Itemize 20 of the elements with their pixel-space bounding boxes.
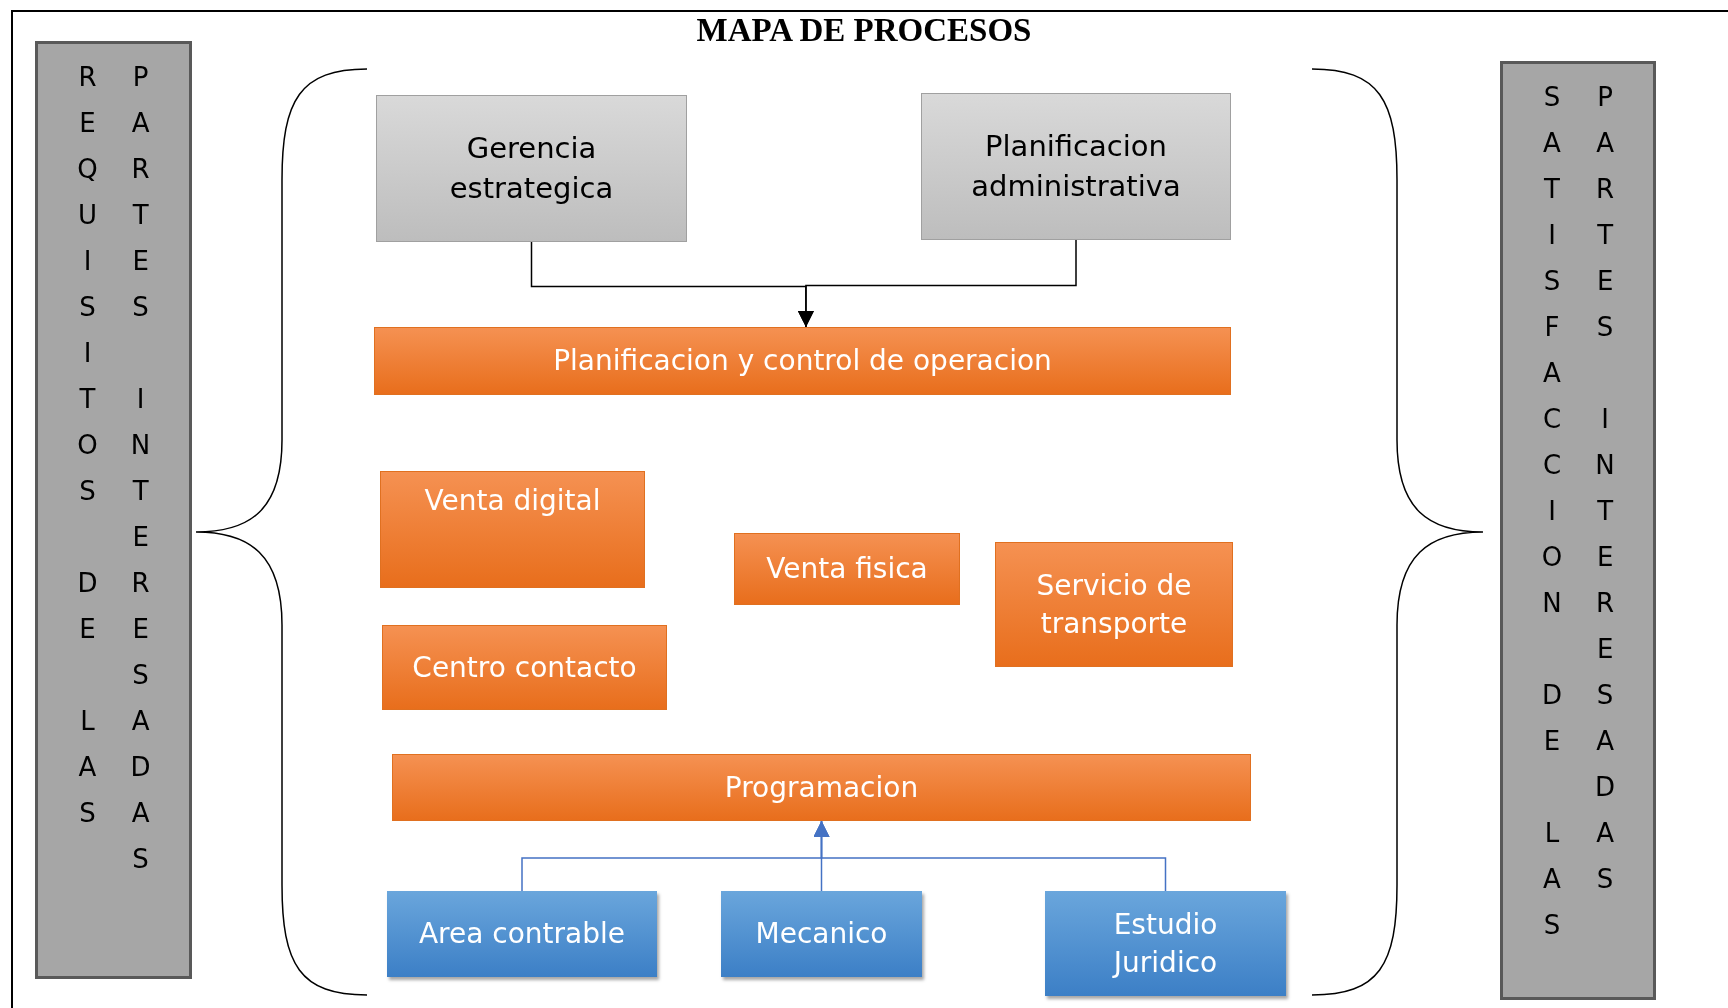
support-box: Mecanico [721, 891, 922, 977]
vertical-label: PARTES INTERESADAS [124, 62, 157, 890]
vertical-label: SATISFACCION DE LAS [1536, 82, 1568, 956]
process-box: Servicio de transporte [995, 542, 1233, 667]
support-box: Area contrable [387, 891, 657, 977]
diagram-title: MAPA DE PROCESOS [695, 12, 1033, 49]
process-bar: Programacion [392, 754, 1251, 821]
vertical-label: PARTES INTERESADAS [1589, 82, 1622, 910]
connector-arrow [813, 820, 1167, 892]
requirements-panel [35, 41, 192, 979]
process-box: Venta digital [380, 471, 645, 588]
process-box: Gerencia estrategica [376, 95, 687, 242]
vertical-label: REQUISITOS DE LAS [71, 62, 104, 844]
satisfaction-panel [1500, 61, 1656, 1000]
process-box: Planificacion administrativa [921, 93, 1231, 240]
process-box: Centro contacto [382, 625, 667, 710]
process-bar: Planificacion y control de operacion [374, 327, 1231, 395]
connector-arrow [797, 239, 1077, 328]
process-box: Venta fisica [734, 533, 960, 605]
support-box: Estudio Juridico [1045, 891, 1286, 996]
